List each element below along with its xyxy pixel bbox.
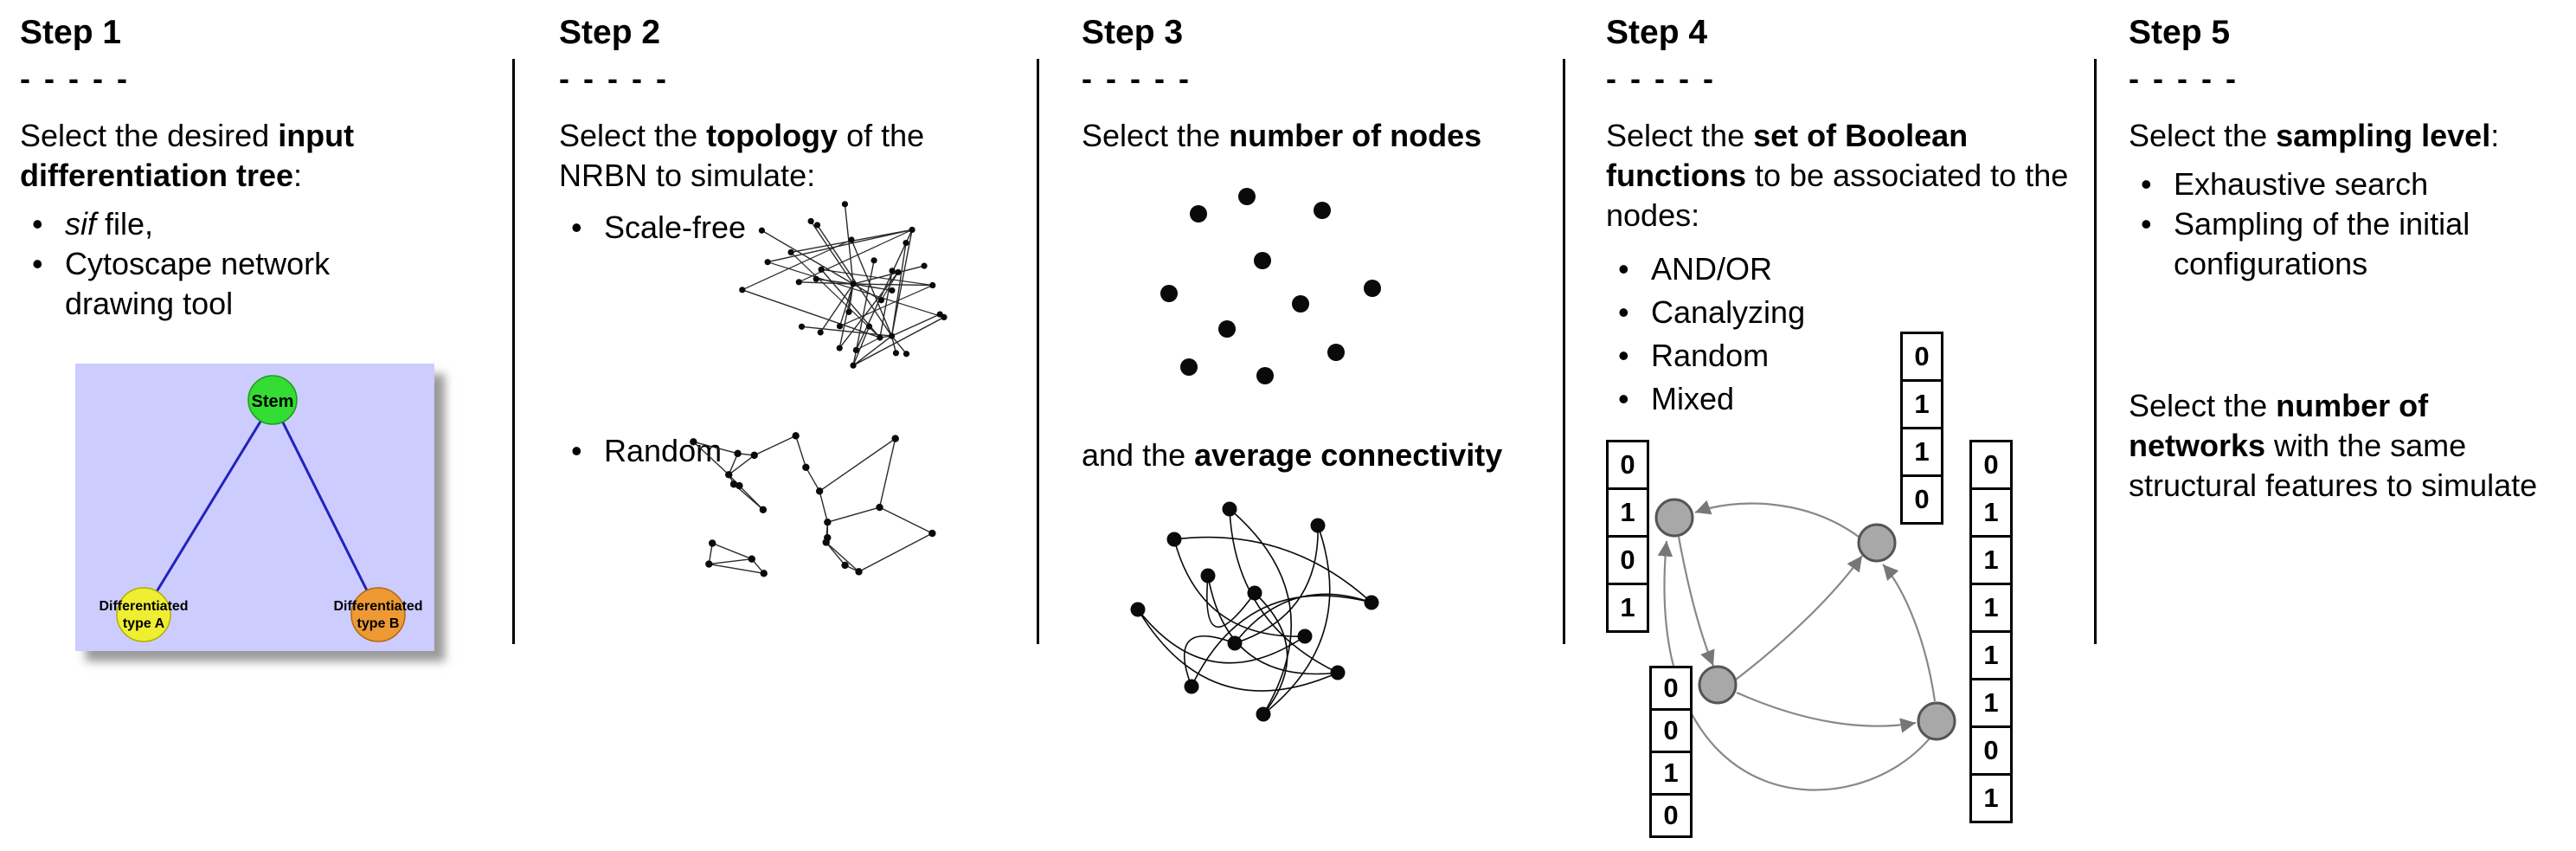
tree-edge	[142, 401, 274, 614]
step-1-title: Step 1	[20, 14, 122, 51]
type-a-label-line1: Differentiated	[99, 599, 188, 614]
boolean-network-illustration	[1654, 498, 1956, 791]
step-2-intro: Select the topology of the NRBN to simul…	[559, 118, 925, 193]
truth-table-cell: 1	[1606, 487, 1649, 538]
column-divider	[1563, 59, 1565, 644]
step-3-column: Step 3 - - - - - Select the number of no…	[1082, 0, 1549, 732]
step-1-bullet-list: sif file, Cytoscape network drawing tool	[20, 204, 418, 324]
step-1-dashes: - - - - -	[20, 61, 130, 96]
column-divider	[512, 59, 515, 644]
step-5-column: Step 5 - - - - - Select the sampling lev…	[2129, 0, 2570, 506]
truth-table-cell: 1	[1969, 535, 2013, 585]
network-arrow	[1677, 536, 1715, 667]
truth-table-cell: 1	[1969, 487, 2013, 538]
truth-table-cell: 1	[1969, 773, 2013, 823]
step-4-intro: Select the set of Boolean functions to b…	[1606, 118, 2069, 233]
type-b-label-line1: Differentiated	[333, 599, 422, 614]
network-arrow	[1657, 540, 1934, 791]
column-divider	[1037, 59, 1039, 644]
step-5-title: Step 5	[2129, 14, 2231, 51]
truth-table-cell: 1	[1969, 678, 2013, 728]
truth-table-cell: 0	[1649, 708, 1693, 753]
step-5-intro: Select the sampling level:	[2129, 118, 2500, 153]
truth-table-bottom: 0 0 1 0	[1649, 666, 1693, 838]
step-4-dashes: - - - - -	[1606, 61, 1716, 96]
truth-table-cell: 1	[1969, 583, 2013, 633]
step-2-bullet-list: Scale-free	[559, 208, 1018, 248]
tree-edge	[271, 401, 380, 614]
type-a-node	[116, 587, 171, 642]
step-4-title: Step 4	[1606, 14, 1708, 51]
step-5-bullet-list: Exhaustive search Sampling of the initia…	[2129, 164, 2570, 284]
bullet-item: AND/OR	[1606, 248, 2091, 291]
truth-table-left: 0 1 0 1	[1606, 440, 1649, 633]
column-divider	[2094, 59, 2097, 644]
bullet-item: Random	[1606, 334, 2091, 377]
step-5-dashes: - - - - -	[2129, 61, 2239, 96]
bullet-item: Sampling of the initial configurations	[2129, 204, 2570, 284]
stem-node-label: Stem	[252, 392, 294, 411]
truth-table-cell: 1	[1969, 630, 2013, 680]
step-4-column: Step 4 - - - - - Select the set of Boole…	[1606, 0, 2091, 851]
type-b-label-line2: type B	[357, 616, 400, 631]
boolean-node	[1698, 665, 1738, 705]
truth-table-cell: 1	[1606, 583, 1649, 633]
truth-table-cell: 0	[1969, 440, 2013, 490]
step-3-second: and the average connectivity	[1082, 437, 1503, 473]
step-3-intro: Select the number of nodes	[1082, 118, 1482, 153]
step-3-title: Step 3	[1082, 14, 1184, 51]
truth-table-top: 0 1 1 0	[1900, 332, 1943, 525]
boolean-node	[1917, 701, 1956, 741]
network-arrow	[1735, 555, 1863, 680]
truth-table-cell: 0	[1606, 535, 1649, 585]
bullet-item: Cytoscape network drawing tool	[20, 244, 418, 324]
boolean-node	[1857, 523, 1897, 563]
step-1-column: Step 1 - - - - - Select the desired inpu…	[20, 0, 487, 651]
scale-free-network-illustration	[739, 201, 948, 369]
bullet-item: sif file,	[20, 204, 418, 244]
connectivity-network-illustration	[1130, 501, 1379, 722]
network-arrow	[1694, 500, 1860, 538]
truth-table-cell: 1	[1649, 751, 1693, 796]
step-2-column: Step 2 - - - - - Select the topology of …	[559, 0, 1018, 577]
network-arrow	[1736, 691, 1917, 733]
truth-table-cell: 1	[1900, 379, 1943, 429]
bullet-item: Canalyzing	[1606, 291, 2091, 334]
truth-table-cell: 0	[1649, 793, 1693, 838]
step-3-dashes: - - - - -	[1082, 61, 1192, 96]
step-5-second: Select the number of networks with the s…	[2129, 388, 2538, 503]
differentiation-tree-figure: Stem Differentiated type A Differentiate…	[75, 364, 434, 651]
nodes-scatter-illustration	[1160, 188, 1381, 384]
truth-table-cell: 0	[1969, 725, 2013, 776]
step-1-intro: Select the desired input differentiation…	[20, 118, 355, 193]
type-a-label-line2: type A	[123, 616, 165, 631]
bullet-item: Exhaustive search	[2129, 164, 2570, 204]
network-arrow	[1882, 564, 1937, 702]
random-network-illustration	[690, 432, 936, 577]
truth-table-cell: 0	[1606, 440, 1649, 490]
bullet-item: Scale-free	[559, 208, 1018, 248]
step-2-dashes: - - - - -	[559, 61, 669, 96]
truth-table-cell: 1	[1900, 427, 1943, 477]
stem-node	[247, 375, 298, 425]
step-4-bullet-list: AND/OR Canalyzing Random Mixed	[1606, 248, 2091, 421]
boolean-node	[1654, 498, 1694, 538]
truth-table-cell: 0	[1900, 332, 1943, 382]
truth-table-cell: 0	[1649, 666, 1693, 711]
type-b-node	[350, 587, 406, 642]
truth-table-cell: 0	[1900, 474, 1943, 525]
truth-table-right: 0 1 1 1 1 1 0 1	[1969, 440, 2013, 823]
step-2-title: Step 2	[559, 14, 661, 51]
bullet-item: Mixed	[1606, 377, 2091, 421]
